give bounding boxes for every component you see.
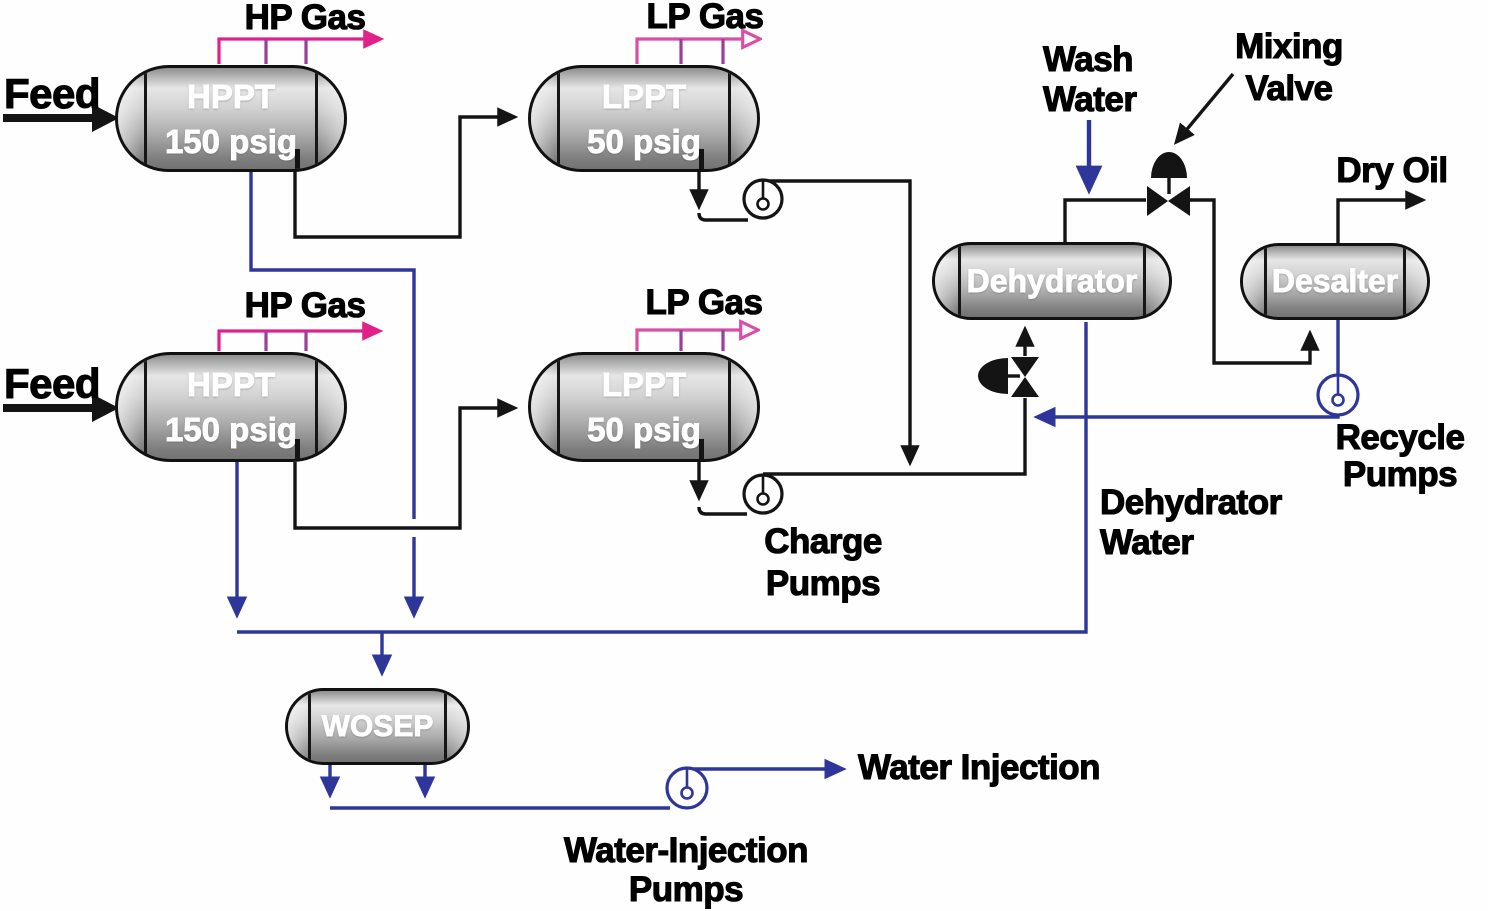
vessel-cap-seam bbox=[557, 355, 560, 459]
vessel-hppt-bottom: HPPT 150 psig bbox=[115, 352, 347, 462]
dehydrator-water-header bbox=[237, 322, 1088, 634]
vessel-cap-seam bbox=[315, 68, 318, 169]
vessel-pressure: 50 psig bbox=[587, 122, 702, 160]
oil-lines bbox=[293, 72, 1427, 530]
vessel-label: Dehydrator bbox=[966, 262, 1138, 299]
vessel-outlet-nozzle bbox=[699, 439, 704, 459]
vessel-wosep: WOSEP bbox=[285, 688, 470, 765]
feed-arrow-bottom bbox=[3, 394, 119, 422]
dehydrator-overhead bbox=[1063, 198, 1146, 243]
vessel-cap-seam bbox=[1143, 245, 1146, 317]
charge-header-to-dehydrator bbox=[763, 398, 1027, 476]
vessel-outlet-nozzle bbox=[699, 149, 704, 169]
pump1-discharge bbox=[763, 179, 920, 467]
mixing-valve-label: Mixing Valve bbox=[1235, 26, 1344, 108]
vessel-cap-seam bbox=[728, 355, 731, 459]
vessel-cap-seam bbox=[728, 68, 731, 169]
vessel-outlet-nozzle bbox=[295, 149, 300, 169]
vessel-cap-seam bbox=[144, 68, 147, 169]
vessel-lppt-top: LPPT 50 psig bbox=[528, 65, 760, 172]
hp-gas-label-bottom: HP Gas bbox=[244, 285, 366, 325]
hppt1-water-line bbox=[249, 172, 416, 519]
vessel-dehydrator: Dehydrator bbox=[932, 242, 1172, 320]
vessel-desalter: Desalter bbox=[1240, 243, 1430, 320]
lppt1-pump-suction bbox=[697, 212, 748, 222]
vessel-label: LPPT bbox=[601, 77, 687, 115]
lp-gas-line-top bbox=[635, 39, 755, 64]
mixing-valve-to-desalter bbox=[1190, 198, 1320, 365]
vessel-pressure: 150 psig bbox=[164, 411, 298, 449]
vessel-cap-seam bbox=[557, 68, 560, 169]
vessel-cap-seam bbox=[958, 245, 961, 317]
charge-pump-top-symbol bbox=[742, 178, 784, 220]
vessel-pressure: 150 psig bbox=[164, 122, 298, 160]
vessel-cap-seam bbox=[1403, 246, 1406, 317]
feed-label-top: Feed bbox=[3, 70, 101, 117]
vessel-label: HPPT bbox=[186, 77, 276, 115]
lp-gas-label-bottom: LP Gas bbox=[645, 282, 764, 322]
lp-gas-line-bottom bbox=[635, 330, 753, 351]
vessel-label: HPPT bbox=[186, 366, 276, 404]
hp-gas-line-top bbox=[217, 29, 385, 64]
vessel-label: LPPT bbox=[601, 366, 687, 404]
vessel-cap-seam bbox=[144, 355, 147, 459]
vessel-label: WOSEP bbox=[321, 710, 434, 744]
lp-gas-label-top: LP Gas bbox=[646, 0, 765, 37]
vessel-hppt-top: HPPT 150 psig bbox=[115, 65, 347, 172]
feed-arrow-top bbox=[3, 104, 119, 132]
recycle-pump-symbol bbox=[1316, 373, 1360, 417]
hppt1-oil-to-lppt1 bbox=[293, 107, 519, 239]
water-lines bbox=[226, 120, 1340, 810]
vessel-cap-seam bbox=[315, 355, 318, 459]
water-injection-label: Water Injection bbox=[857, 747, 1101, 787]
vessel-lppt-bottom: LPPT 50 psig bbox=[528, 352, 760, 462]
desalter-dry-oil-line bbox=[1336, 190, 1427, 243]
hp-gas-line-bottom bbox=[217, 321, 384, 351]
lppt2-pump-suction bbox=[697, 506, 747, 516]
charge-pump-bottom-symbol bbox=[742, 473, 784, 515]
hp-gas-label-top: HP Gas bbox=[244, 0, 366, 38]
wash-water-label: Wash Water bbox=[1042, 39, 1137, 119]
charge-pumps-label: Charge Pumps bbox=[764, 521, 883, 603]
feed-label-bottom: Feed bbox=[3, 360, 101, 407]
hppt2-oil-to-lppt2 bbox=[293, 398, 519, 530]
vessel-cap-seam bbox=[1264, 246, 1267, 317]
vessel-cap-seam bbox=[444, 691, 447, 762]
dehydrator-water-label: Dehydrator Water bbox=[1099, 482, 1282, 562]
dehydrator-inlet-valve-symbol bbox=[978, 357, 1039, 397]
vessel-pressure: 50 psig bbox=[587, 411, 702, 449]
mixing-valve-pointer bbox=[1173, 72, 1235, 145]
water-injection-pump-symbol bbox=[665, 766, 709, 810]
dry-oil-label: Dry Oil bbox=[1336, 150, 1449, 190]
vessel-outlet-nozzle bbox=[295, 439, 300, 459]
vessel-cap-seam bbox=[308, 691, 311, 762]
water-injection-pumps-label: Water-Injection Pumps bbox=[563, 830, 809, 909]
mixing-valve-symbol bbox=[1147, 152, 1190, 216]
recycle-pumps-label: Recycle Pumps bbox=[1335, 418, 1465, 494]
vessel-label: Desalter bbox=[1271, 263, 1399, 300]
